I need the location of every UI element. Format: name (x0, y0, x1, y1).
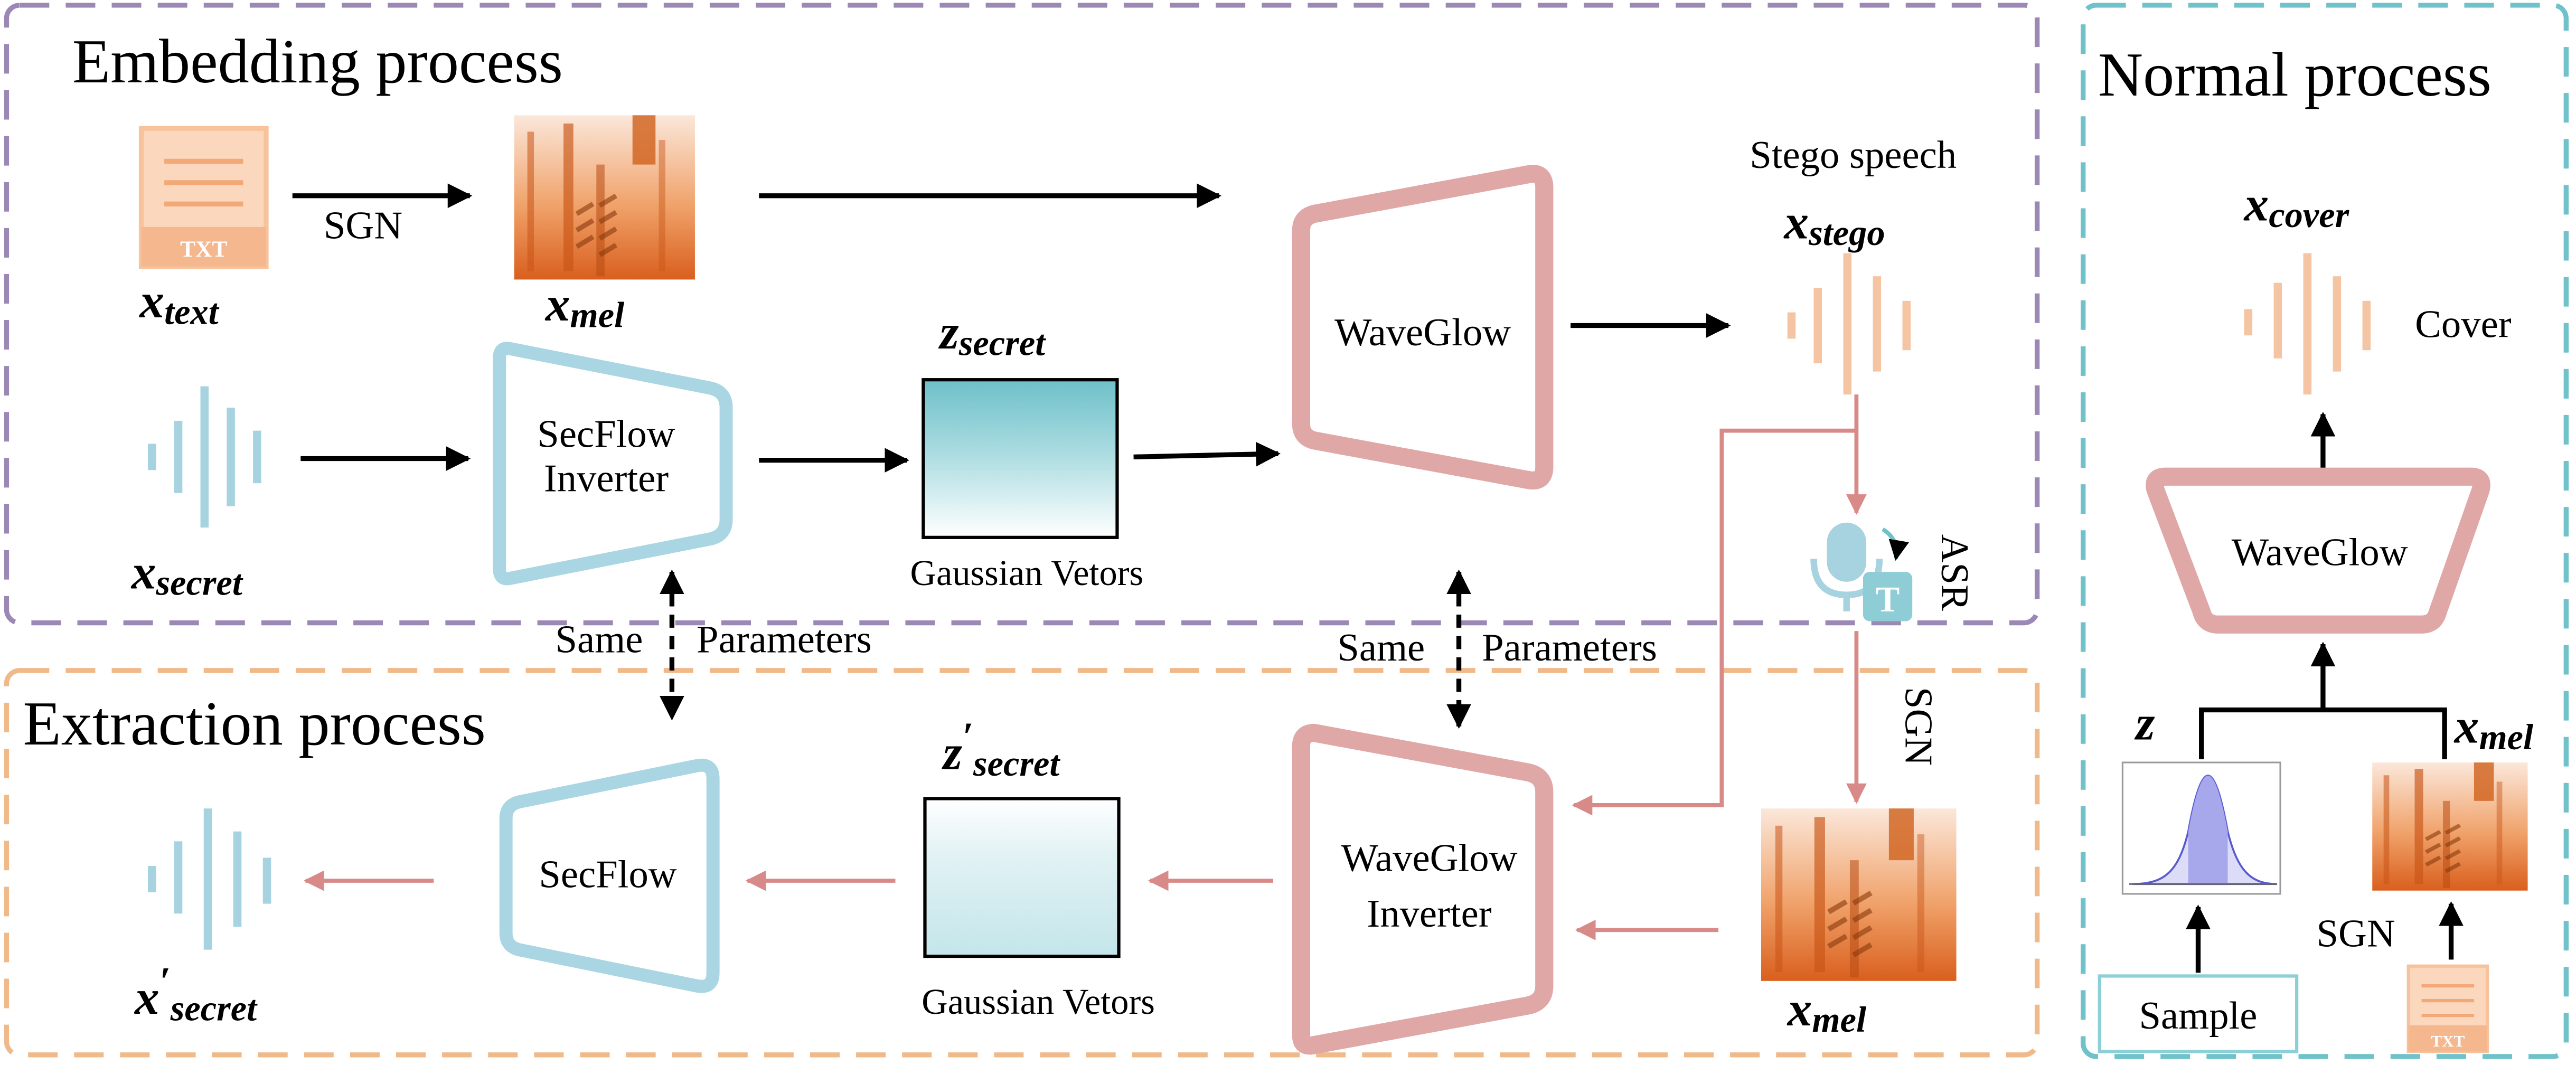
txt-badge-normal: TXT (2431, 1032, 2465, 1050)
same-label-right: Same (1337, 626, 1425, 670)
embedding-title: Embedding process (72, 27, 563, 96)
mel-spectrogram-top (514, 115, 695, 279)
secflow-block (499, 758, 720, 993)
txt-badge: TXT (180, 237, 228, 262)
parameters-label-left: Parameters (697, 618, 872, 662)
x-stego-label: xstego (1783, 195, 1885, 253)
x-mel-label-normal: xmel (2453, 700, 2533, 757)
mel-spectrogram-bottom (1761, 808, 1957, 981)
extraction-frame (4, 668, 2040, 1058)
sgn-label-top: SGN (324, 204, 402, 248)
extraction-title: Extraction process (23, 689, 486, 758)
z-label-normal: z (2134, 696, 2155, 750)
sample-box (2098, 974, 2299, 1053)
secflow-label: SecFlow (539, 852, 676, 896)
z-secret-prime-vectors (923, 797, 1121, 958)
sample-label: Sample (2139, 994, 2258, 1038)
normal-title: Normal process (2098, 40, 2492, 109)
txt-file-icon: TXT (138, 126, 269, 269)
mel-spectrogram-normal (2372, 762, 2527, 891)
merge-connector (2199, 707, 2447, 759)
normal-frame (2081, 3, 2569, 1059)
z-secret-prime-label: z′secret (942, 714, 1061, 784)
waveglow-inverter-block (1292, 723, 1554, 1055)
connector-stego-branch (1572, 394, 1859, 816)
x-mel-label-bottom: xmel (1787, 982, 1866, 1040)
waveglow-inverter-label-2: Inverter (1367, 892, 1491, 936)
sgn-label-normal: SGN (2316, 911, 2395, 955)
z-secret-label: zsecret (938, 305, 1046, 363)
x-secret-prime-label: x′secret (134, 959, 258, 1029)
secret-speech-icon (147, 386, 261, 528)
x-text-label: xtext (138, 274, 219, 332)
waveglow-inverter-label-1: WaveGlow (1341, 836, 1518, 880)
asr-label: ASR (1933, 534, 1977, 611)
svg-text:T: T (1876, 579, 1900, 619)
normal-waveglow-block (2146, 467, 2490, 634)
gaussian-curve-plot (2121, 761, 2281, 895)
same-label-left: Same (556, 618, 643, 662)
asr-microphone-icon: T (1810, 522, 1913, 621)
waveglow-block (1292, 165, 1554, 490)
gaussian-vectors-label-top: Gaussian Vetors (910, 553, 1144, 593)
parameters-label-right: Parameters (1482, 626, 1657, 670)
x-secret-label: xsecret (130, 545, 243, 602)
secflow-inverter-block (493, 342, 733, 586)
embedding-frame (4, 3, 2040, 626)
sgn-label-vertical: SGN (1897, 687, 1941, 766)
z-secret-vectors (922, 378, 1119, 539)
x-cover-label: xcover (2243, 177, 2350, 234)
txt-file-icon-normal: TXT (2406, 964, 2489, 1053)
normal-waveglow-label: WaveGlow (2232, 531, 2408, 574)
cover-speech-icon (2244, 253, 2371, 395)
secflow-inverter-label-2: Inverter (544, 457, 669, 501)
x-mel-label-top: xmel (544, 277, 624, 335)
waveglow-label: WaveGlow (1334, 310, 1511, 354)
cover-label: Cover (2415, 302, 2512, 346)
secret-prime-speech-icon (147, 808, 271, 950)
arrow-z-to-waveglow (1133, 441, 1281, 467)
gaussian-vectors-label-bottom: Gaussian Vetors (922, 982, 1155, 1022)
secflow-inverter-label-1: SecFlow (537, 412, 675, 456)
stego-speech-label: Stego speech (1750, 133, 1957, 177)
stego-speech-icon (1787, 253, 1911, 395)
